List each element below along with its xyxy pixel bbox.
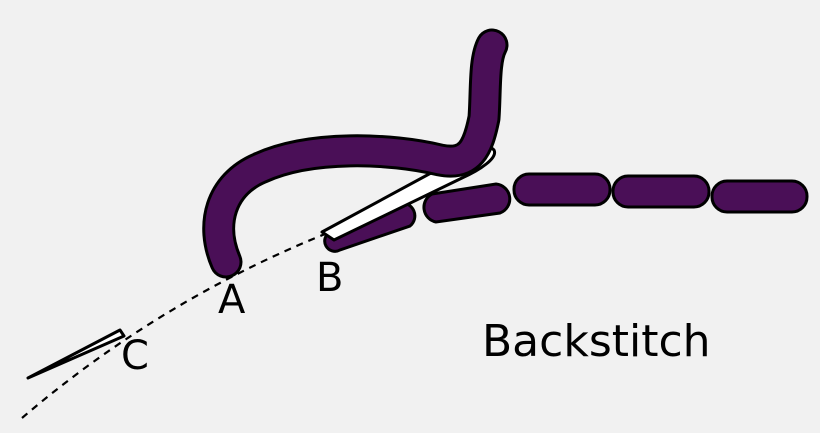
stitch-segment xyxy=(422,182,512,224)
completed-stitches xyxy=(422,172,809,224)
point-label-c: C xyxy=(121,333,149,379)
fabric-guide-line xyxy=(21,230,331,419)
thread-icon xyxy=(202,28,509,279)
stitch-segment xyxy=(710,179,809,214)
point-label-a: A xyxy=(218,277,246,323)
diagram-title: Backstitch xyxy=(482,316,711,367)
stitch-segment xyxy=(611,174,711,209)
point-label-b: B xyxy=(316,255,344,301)
needle-tip-icon xyxy=(26,328,126,380)
stitch-segment xyxy=(512,172,612,207)
